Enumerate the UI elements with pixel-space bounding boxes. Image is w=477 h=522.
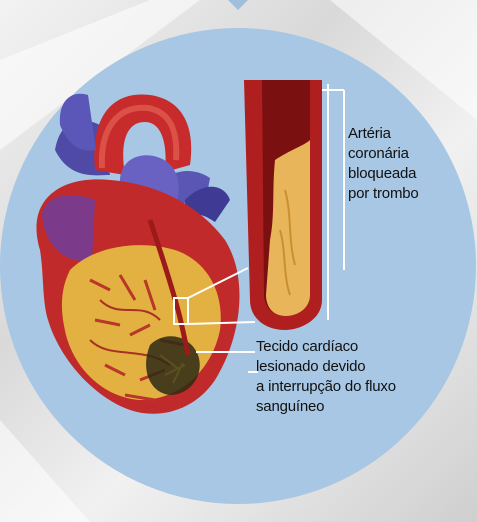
artery-label-line-1: Artéria (348, 124, 419, 144)
artery-label-line-4: por trombo (348, 184, 419, 204)
artery-label-line-2: coronária (348, 144, 419, 164)
tissue-label-line-1: Tecido cardíaco (256, 337, 396, 357)
tissue-label-line-4: sanguíneo (256, 397, 396, 417)
top-pointer (228, 0, 248, 10)
tissue-label-line-3: a interrupção do fluxo (256, 377, 396, 397)
artery-detail (244, 80, 344, 330)
tissue-label: Tecido cardíaco lesionado devido a inter… (256, 337, 396, 417)
artery-label-line-3: bloqueada (348, 164, 419, 184)
artery-label: Artéria coronária bloqueada por trombo (348, 124, 419, 204)
tissue-label-line-2: lesionado devido (256, 357, 396, 377)
